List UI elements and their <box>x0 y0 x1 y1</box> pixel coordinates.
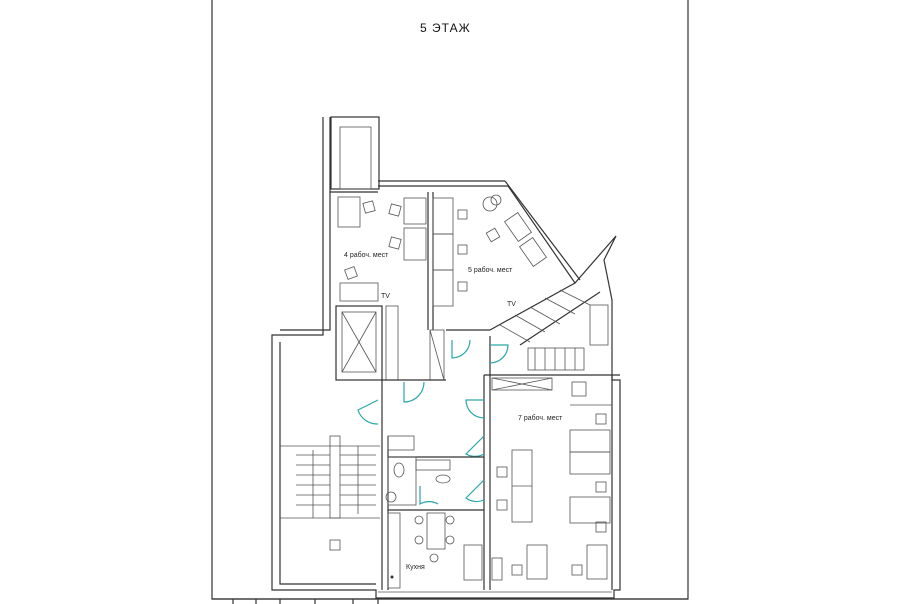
tv-label: TV <box>381 293 390 300</box>
exterior-walls <box>271 117 621 599</box>
bathroom <box>385 435 484 511</box>
staircase-main <box>280 435 380 551</box>
sheet-frame <box>211 0 689 600</box>
kitchen: Кухня <box>387 512 483 589</box>
room-label: 4 рабоч. мест <box>344 251 389 259</box>
tv-label: TV <box>507 301 516 308</box>
staircase-diagonal <box>489 282 609 371</box>
ventilation-shaft <box>330 116 380 190</box>
room-label: 5 рабоч. мест <box>468 266 513 274</box>
office-7-workplaces: 7 рабоч. мест <box>491 375 613 590</box>
office-4-workplaces: 4 рабоч. мест TV <box>337 192 434 330</box>
room-label: Кухня <box>406 564 425 571</box>
floor-title: 5 ЭТАЖ <box>420 21 471 35</box>
room-label: 7 рабоч. мест <box>518 414 563 422</box>
doors <box>357 339 509 506</box>
office-5-workplaces: 5 рабоч. мест TV <box>432 194 547 308</box>
title-block <box>212 598 688 604</box>
